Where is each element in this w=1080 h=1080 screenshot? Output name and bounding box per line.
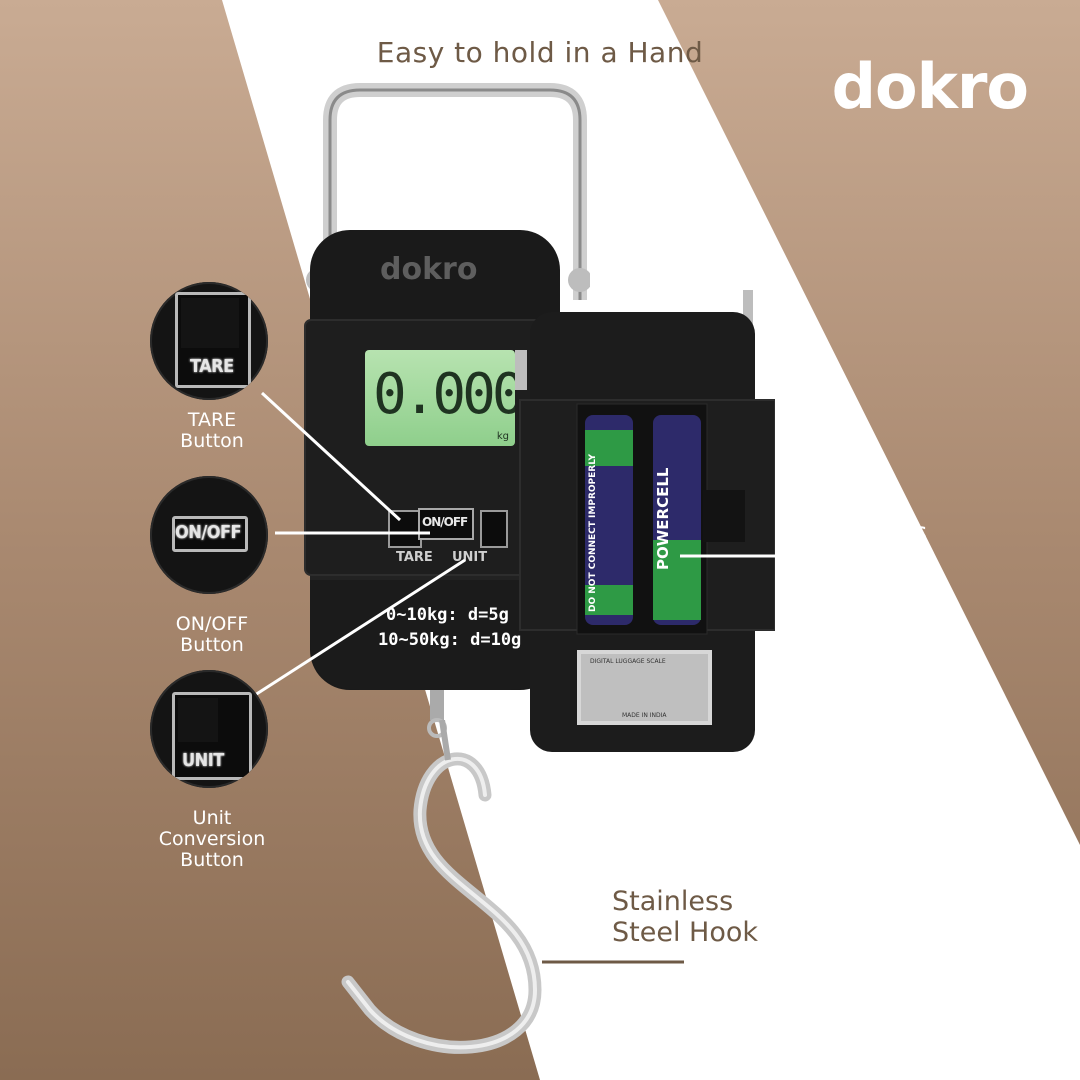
unit-callout-circle: UNIT <box>150 670 268 788</box>
scale-back-device <box>515 290 775 752</box>
device-brand: dokro <box>380 252 478 287</box>
tare-key-front[interactable] <box>388 510 422 548</box>
batteries-label-line-1: 2AAA <box>805 486 880 517</box>
label-plate-title: DIGITAL LUGGAGE SCALE <box>590 658 666 665</box>
onoff-keycap-label: ON/OFF <box>175 522 242 543</box>
onoff-button-front-label: ON/OFF <box>422 515 468 529</box>
onoff-keycap <box>172 516 248 552</box>
onoff-callout-circle: ON/OFF <box>150 476 268 594</box>
tare-label-line-1: TARE <box>187 409 237 431</box>
tare-keycap-label: TARE <box>190 356 234 377</box>
display-unit: kg <box>496 431 509 442</box>
page-title: Easy to hold in a Hand <box>376 36 704 69</box>
unit-label-line-3: Button <box>180 849 244 871</box>
unit-keycap-label: UNIT <box>182 750 224 771</box>
onoff-label-line-2: Button <box>180 634 244 656</box>
brand-logo: dokro <box>831 50 1029 123</box>
hook-label-line-1: Stainless <box>612 886 734 917</box>
hook-label-line-2: Steel Hook <box>612 917 759 948</box>
batteries-label-line-2: Batteries <box>805 517 928 548</box>
batteries-callout-label: 2AAA Batteries <box>805 486 927 548</box>
tare-callout-circle: TARE <box>150 282 268 400</box>
unit-label-line-1: Unit <box>192 807 232 829</box>
unit-key-front[interactable] <box>480 510 508 548</box>
onoff-callout-label: ON/OFF Button <box>132 614 292 656</box>
steel-hook <box>341 720 542 1054</box>
hook-callout-label: Stainless Steel Hook <box>612 886 758 948</box>
onoff-button-front[interactable]: ON/OFF <box>418 508 474 540</box>
unit-callout-label: Unit Conversion Button <box>132 808 292 871</box>
lcd-display: 0.000 kg <box>365 350 515 446</box>
unit-label-line-2: Conversion <box>158 828 266 850</box>
tare-label-line-2: Button <box>180 430 244 452</box>
spec-line-1: 0~10kg: d=5g <box>386 605 509 625</box>
label-plate-origin: MADE IN INDIA <box>622 712 667 719</box>
tare-callout-label: TARE Button <box>132 410 292 452</box>
spec-line-2: 10~50kg: d=10g <box>378 630 522 650</box>
onoff-label-line-1: ON/OFF <box>175 613 249 635</box>
tare-label-front: TARE <box>396 550 433 565</box>
display-value: 0.000 <box>373 362 515 427</box>
